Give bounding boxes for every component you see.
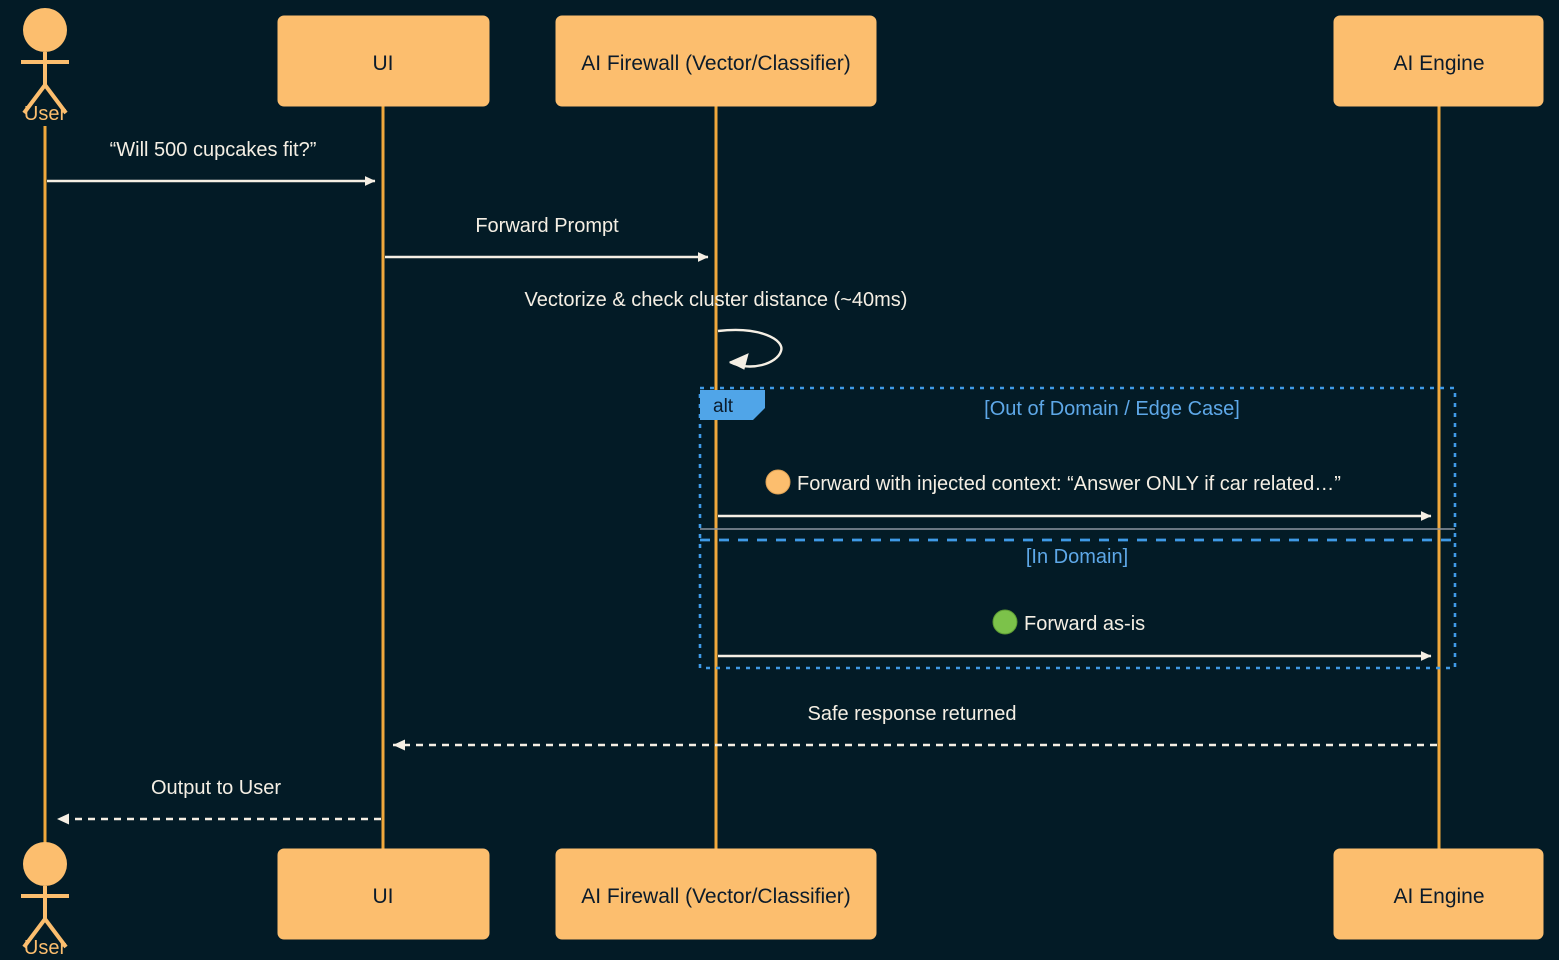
alt-tag-shape [700,390,765,420]
participant-box-ui-top-rect [277,15,490,107]
participant-box-ui-bottom-rect [277,848,490,940]
message-label: “Will 500 cupcakes fit?” [110,139,317,161]
participant-box-firewall-bottom[interactable]: AI Firewall (Vector/Classifier) [555,848,877,940]
alt-condition-in-domain: [In Domain] [1026,546,1128,568]
message-label: Vectorize & check cluster distance (~40m… [525,289,908,311]
message-label: Forward as-is [1024,613,1145,635]
participant-box-ui-top[interactable]: UI [277,15,490,107]
participant-box-ui-bottom-label: UI [373,885,394,908]
amber-dot-icon [765,469,791,495]
participant-box-engine-bottom-label: AI Engine [1393,885,1484,908]
alt-fragment-frame [698,386,1457,670]
participant-box-ui-bottom[interactable]: UI [277,848,490,940]
participant-box-engine-top-label: AI Engine [1393,52,1484,75]
message-label: Safe response returned [807,703,1016,725]
alt-fragment[interactable]: alt [Out of Domain / Edge Case] [In Doma… [698,386,1457,670]
message-forward-with-injected-context[interactable]: Forward with injected context: “Answer O… [700,469,1455,530]
participant-box-firewall-top-rect [555,15,877,107]
message-label: Output to User [151,777,281,799]
message-forward-prompt[interactable]: Forward Prompt [385,215,709,262]
actor-user-top[interactable]: User [21,8,69,125]
message-label: Forward Prompt [475,215,619,237]
participant-box-firewall-bottom-rect [555,848,877,940]
alt-tag-text: alt [713,396,734,417]
green-dot-icon [992,609,1018,635]
message-output-to-user[interactable]: Output to User [57,777,381,825]
self-loop-arrow-icon [717,328,783,370]
message-forward-as-is[interactable]: Forward as-is [718,609,1432,661]
participant-box-firewall-top-label: AI Firewall (Vector/Classifier) [581,52,851,75]
participant-box-engine-bottom-rect [1333,848,1544,940]
lifelines [43,105,1441,849]
message-will-500-cupcakes-fit[interactable]: “Will 500 cupcakes fit?” [47,139,376,186]
participant-box-ui-top-label: UI [373,52,394,75]
actor-user-top-label: User [24,103,67,125]
stick-figure-icon [21,8,69,115]
participant-box-engine-bottom[interactable]: AI Engine [1333,848,1544,940]
participant-box-engine-top-rect [1333,15,1544,107]
message-vectorize-check-cluster-distance[interactable]: Vectorize & check cluster distance (~40m… [525,289,908,370]
message-label: Forward with injected context: “Answer O… [797,473,1341,495]
participant-box-engine-top[interactable]: AI Engine [1333,15,1544,107]
participant-box-firewall-bottom-label: AI Firewall (Vector/Classifier) [581,885,851,908]
alt-fragment-tag[interactable]: alt [700,390,765,420]
actor-user-bottom-label: User [24,937,67,959]
stick-figure-icon [21,842,69,949]
alt-condition-out-of-domain: [Out of Domain / Edge Case] [984,398,1240,420]
actor-user-bottom[interactable]: User [21,842,69,959]
message-safe-response-returned[interactable]: Safe response returned [393,703,1437,751]
participant-box-firewall-top[interactable]: AI Firewall (Vector/Classifier) [555,15,877,107]
